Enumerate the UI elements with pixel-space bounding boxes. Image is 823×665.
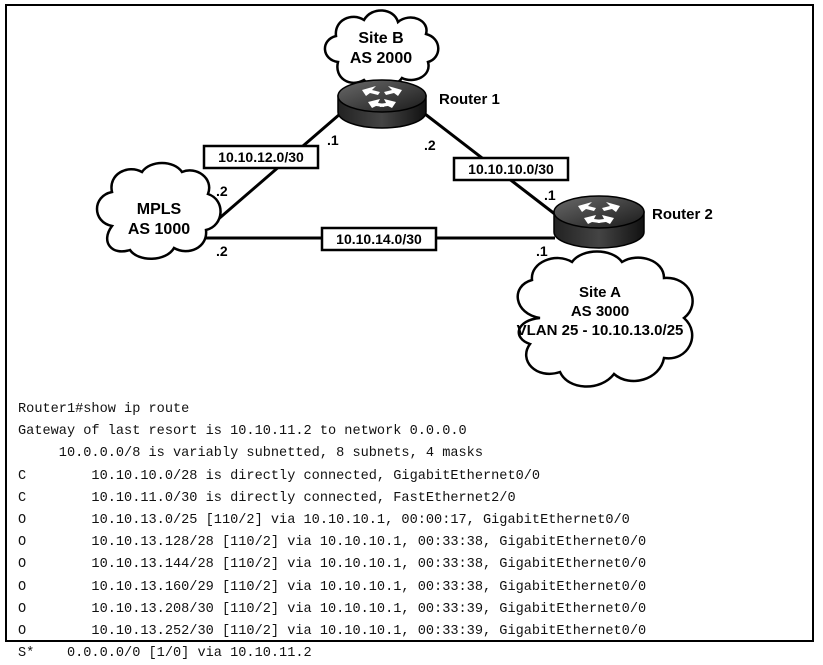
- cli-output: Router1#show ip route Gateway of last re…: [18, 399, 646, 665]
- mpls-cloud: MPLS AS 1000: [95, 161, 222, 260]
- subnet-box-r1-r2: 10.10.10.0/30: [452, 156, 570, 182]
- addr-mpls-r1: .2: [216, 183, 228, 199]
- cli-line: C 10.10.11.0/30 is directly connected, F…: [18, 490, 516, 506]
- site-a-cloud: Site A AS 3000 VLAN 25 - 10.10.13.0/25: [516, 250, 694, 388]
- site-a-name: Site A: [579, 284, 621, 301]
- network-diagram: Site B AS 2000 Router 1 Router 2 MPLS AS…: [95, 9, 713, 388]
- addr-r1-mpls: .1: [327, 132, 339, 148]
- cli-line: 10.0.0.0/8 is variably subnetted, 8 subn…: [18, 446, 483, 462]
- router2-icon: [553, 195, 645, 249]
- router1-icon: [337, 79, 427, 129]
- router2-label: Router 2: [652, 206, 713, 223]
- cli-line: S* 0.0.0.0/0 [1/0] via 10.10.11.2: [18, 646, 312, 662]
- cli-line: O 10.10.13.252/30 [110/2] via 10.10.10.1…: [18, 623, 647, 639]
- subnet-box-r1-mpls: 10.10.12.0/30: [202, 144, 320, 170]
- cli-line: Gateway of last resort is 10.10.11.2 to …: [18, 424, 467, 440]
- addr-r2-mpls: .1: [536, 243, 548, 259]
- addr-mpls-r2: .2: [216, 243, 228, 259]
- cli-line: Router1#show ip route: [18, 402, 190, 417]
- site-b-name: Site B: [358, 30, 403, 47]
- mpls-name: MPLS: [137, 201, 182, 218]
- subnet-mpls-r2: 10.10.14.0/30: [336, 231, 422, 247]
- mpls-as: AS 1000: [128, 221, 190, 238]
- cli-line: O 10.10.13.128/28 [110/2] via 10.10.10.1…: [18, 535, 647, 551]
- site-b-as: AS 2000: [350, 50, 412, 67]
- cli-line: O 10.10.13.144/28 [110/2] via 10.10.10.1…: [18, 557, 647, 573]
- subnet-r1-mpls: 10.10.12.0/30: [218, 149, 304, 165]
- subnet-r1-r2: 10.10.10.0/30: [468, 161, 554, 177]
- site-b-cloud: Site B AS 2000: [323, 9, 440, 89]
- site-a-vlan: VLAN 25 - 10.10.13.0/25: [517, 322, 684, 339]
- site-a-as: AS 3000: [571, 303, 629, 320]
- cli-line: C 10.10.10.0/28 is directly connected, G…: [18, 468, 541, 484]
- cli-line: O 10.10.13.160/29 [110/2] via 10.10.10.1…: [18, 579, 647, 595]
- addr-r2-r1: .1: [544, 187, 556, 203]
- addr-r1-r2: .2: [424, 137, 436, 153]
- subnet-box-mpls-r2: 10.10.14.0/30: [320, 226, 438, 252]
- cli-line: O 10.10.13.208/30 [110/2] via 10.10.10.1…: [18, 601, 647, 617]
- router1-label: Router 1: [439, 91, 500, 108]
- cli-line: O 10.10.13.0/25 [110/2] via 10.10.10.1, …: [18, 512, 630, 528]
